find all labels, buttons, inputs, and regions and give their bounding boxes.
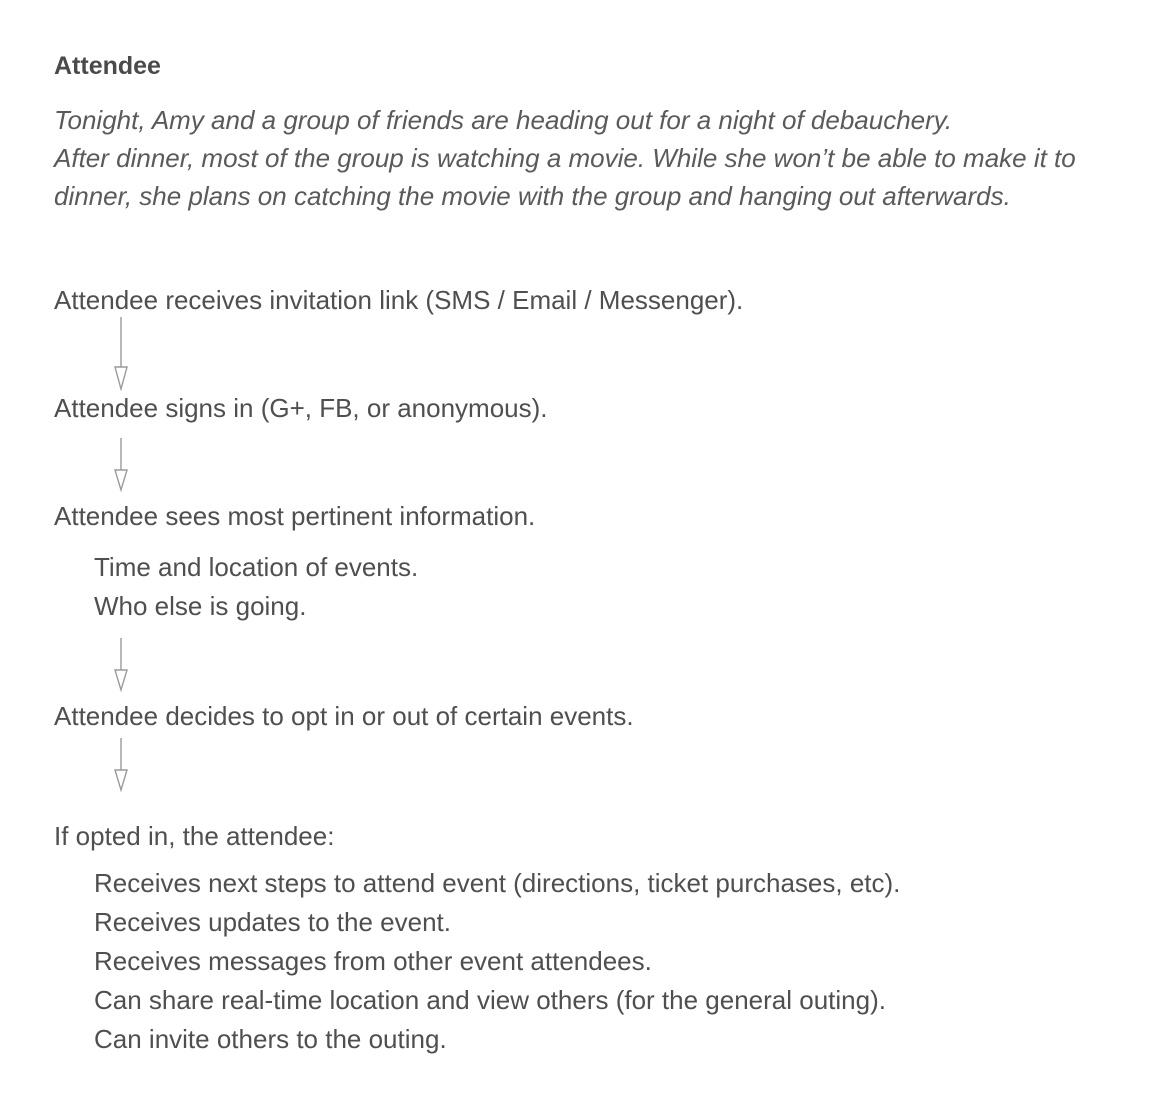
flow-step-opted-in: If opted in, the attendee: bbox=[54, 821, 335, 851]
flow-step-see-info: Attendee sees most pertinent information… bbox=[54, 501, 536, 531]
flow-arrow-down-icon bbox=[114, 738, 128, 792]
list-item: Who else is going. bbox=[94, 591, 307, 621]
flow-step-sign-in: Attendee signs in (G+, FB, or anonymous)… bbox=[54, 393, 548, 423]
flow-step-receive-invite: Attendee receives invitation link (SMS /… bbox=[54, 285, 744, 315]
flow-arrow-down-icon bbox=[114, 638, 128, 692]
flow-arrow-down-icon bbox=[114, 317, 128, 391]
list-item: Time and location of events. bbox=[94, 552, 419, 582]
list-item: Receives updates to the event. bbox=[94, 907, 452, 937]
info-list: Time and location of events. Who else is… bbox=[94, 548, 418, 626]
list-item: Can invite others to the outing. bbox=[94, 1024, 447, 1054]
scenario-line: After dinner, most of the group is watch… bbox=[54, 143, 1076, 173]
list-item: Receives messages from other event atten… bbox=[94, 946, 652, 976]
flow-step-opt-in-out: Attendee decides to opt in or out of cer… bbox=[54, 701, 634, 731]
scenario-text: Tonight, Amy and a group of friends are … bbox=[54, 101, 1076, 215]
section-title: Attendee bbox=[54, 52, 161, 80]
scenario-line: dinner, she plans on catching the movie … bbox=[54, 181, 1011, 211]
scenario-line: Tonight, Amy and a group of friends are … bbox=[54, 105, 953, 135]
list-item: Can share real-time location and view ot… bbox=[94, 985, 886, 1015]
flow-arrow-down-icon bbox=[114, 438, 128, 492]
opted-in-list: Receives next steps to attend event (dir… bbox=[94, 864, 900, 1059]
list-item: Receives next steps to attend event (dir… bbox=[94, 868, 901, 898]
